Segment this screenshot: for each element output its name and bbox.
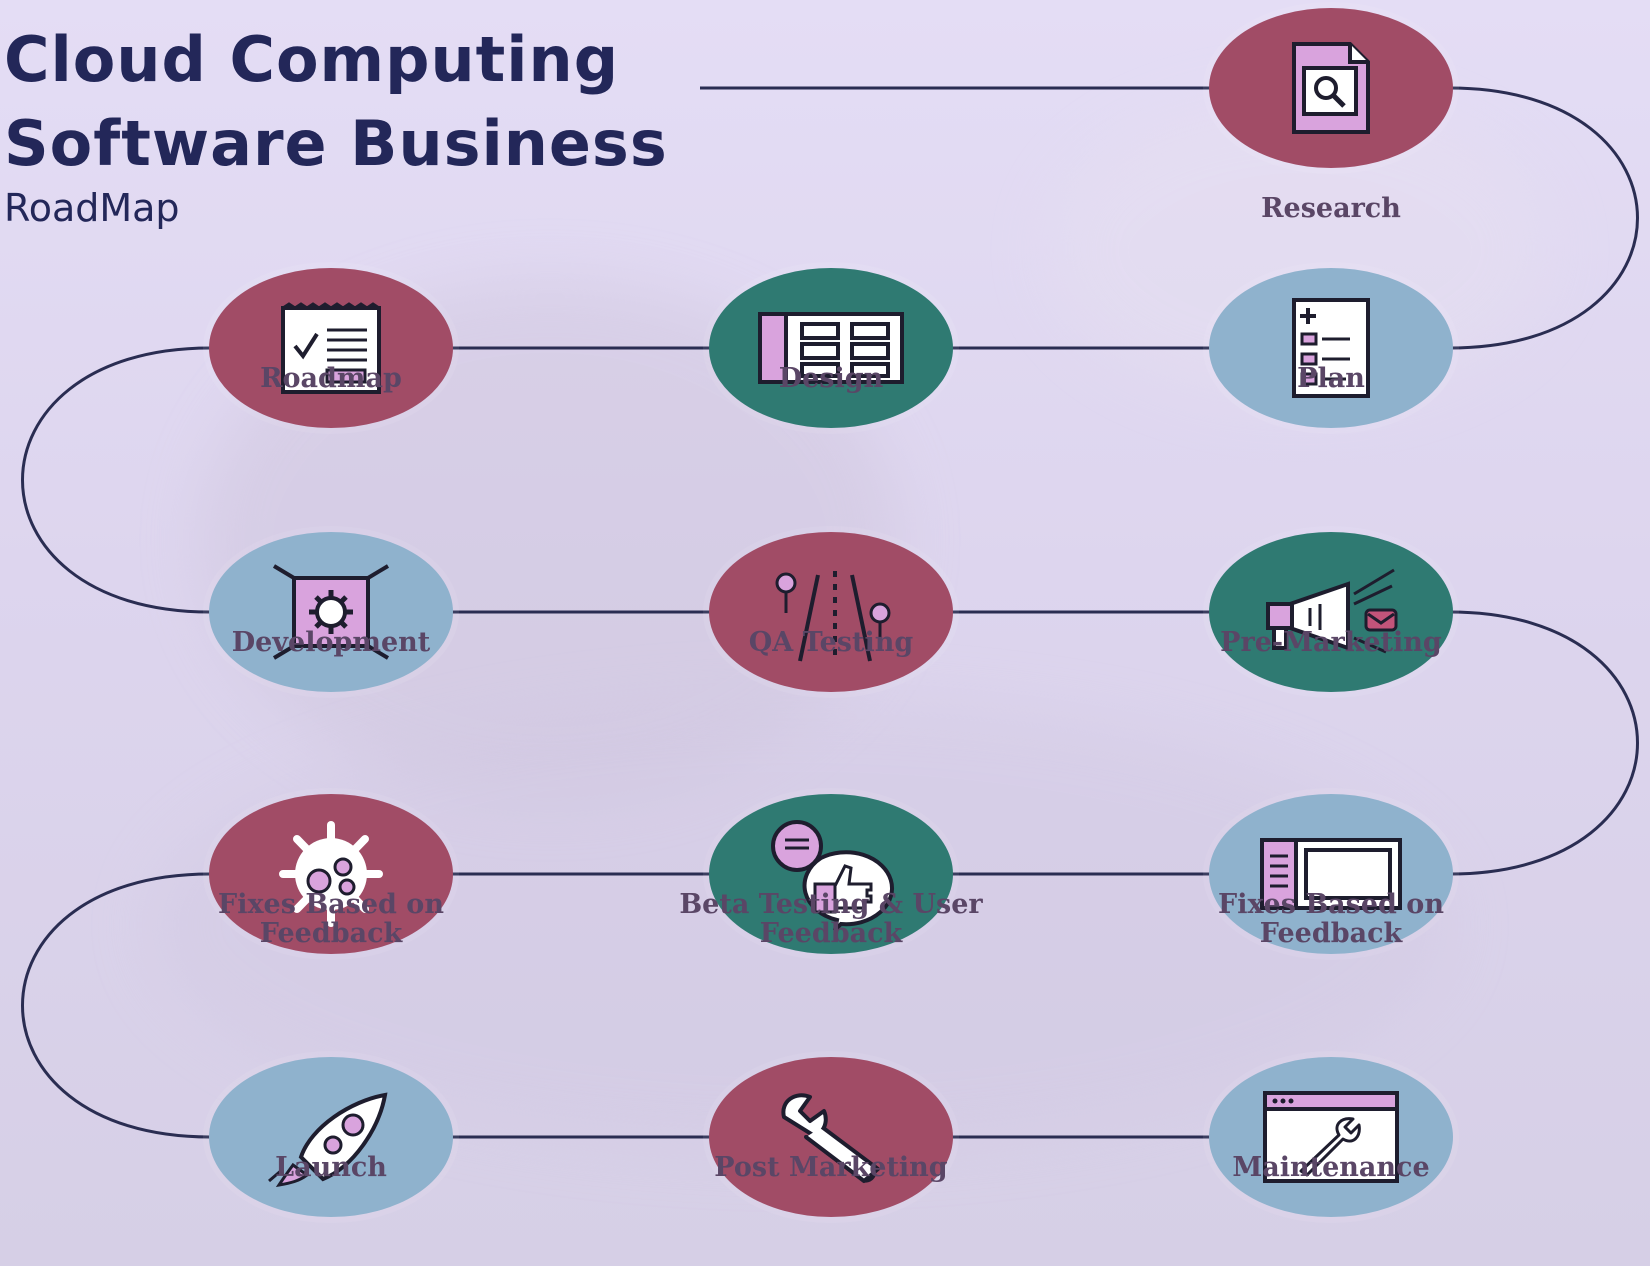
title-block: Cloud Computing Software Business RoadMa… <box>4 18 668 230</box>
step-launch: Launch <box>209 1057 453 1217</box>
step-circle <box>709 532 953 692</box>
step-circle <box>1209 268 1453 428</box>
step-label: Plan <box>1297 363 1365 394</box>
step-beta-testing: Beta Testing & User Feedback <box>679 794 983 954</box>
step-label: Post Marketing <box>714 1152 948 1183</box>
step-circle <box>709 1057 953 1217</box>
title-line-2: Software Business <box>4 107 668 180</box>
step-label: Development <box>231 627 431 658</box>
browser-window-icon <box>1260 838 1402 910</box>
step-label: QA Testing <box>748 627 914 658</box>
wrench-icon <box>781 1093 880 1183</box>
step-fixes-based-on-feedback: Fixes Based on Feedback <box>1209 794 1453 954</box>
step-fixes-based-on-feedback: Fixes Based on Feedback <box>209 794 453 954</box>
step-maintenance: Maintenance <box>1209 1057 1453 1217</box>
checklist-icon <box>1292 298 1370 398</box>
megaphone-icon <box>1266 568 1398 654</box>
step-label: Roadmap <box>260 363 402 394</box>
step-label: Fixes Based on Feedback <box>1218 889 1444 949</box>
step-label: Launch <box>275 1152 387 1183</box>
step-circle <box>1209 532 1453 692</box>
step-qa-testing: QA Testing <box>709 532 953 692</box>
step-research: Research <box>1209 8 1453 223</box>
step-development: Development <box>209 532 453 692</box>
subtitle: RoadMap <box>4 186 180 230</box>
step-label: Beta Testing & User Feedback <box>679 889 983 949</box>
thumbs-up-chat-icon <box>771 820 895 930</box>
step-label: Maintenance <box>1232 1152 1430 1183</box>
step-roadmap: Roadmap <box>209 268 453 428</box>
road-pins-icon <box>775 571 891 662</box>
bug-virus-icon <box>279 821 383 927</box>
step-circle <box>1209 8 1453 168</box>
step-label: Research <box>1261 193 1401 224</box>
step-pre-marketing: Pre-Marketing <box>1209 532 1453 692</box>
step-circle <box>1209 794 1453 954</box>
step-label: Fixes Based on Feedback <box>218 889 444 949</box>
document-search-icon <box>1292 42 1370 134</box>
step-circle <box>209 1057 453 1217</box>
step-plan: Plan <box>1209 268 1453 428</box>
step-label: Pre-Marketing <box>1220 627 1442 658</box>
step-circle <box>209 532 453 692</box>
step-circle <box>709 268 953 428</box>
gear-frame-icon <box>272 564 390 660</box>
step-circle <box>209 268 453 428</box>
step-design: Design <box>709 268 953 428</box>
browser-wrench-icon <box>1263 1091 1399 1183</box>
notepad-check-icon <box>281 302 381 394</box>
layout-grid-icon <box>758 312 904 384</box>
rocket-icon <box>268 1092 388 1187</box>
step-circle <box>709 794 953 954</box>
step-circle <box>209 794 453 954</box>
title-line-1: Cloud Computing <box>4 23 620 96</box>
step-label: Design <box>778 363 884 394</box>
step-circle <box>1209 1057 1453 1217</box>
step-post-marketing: Post Marketing <box>709 1057 953 1217</box>
